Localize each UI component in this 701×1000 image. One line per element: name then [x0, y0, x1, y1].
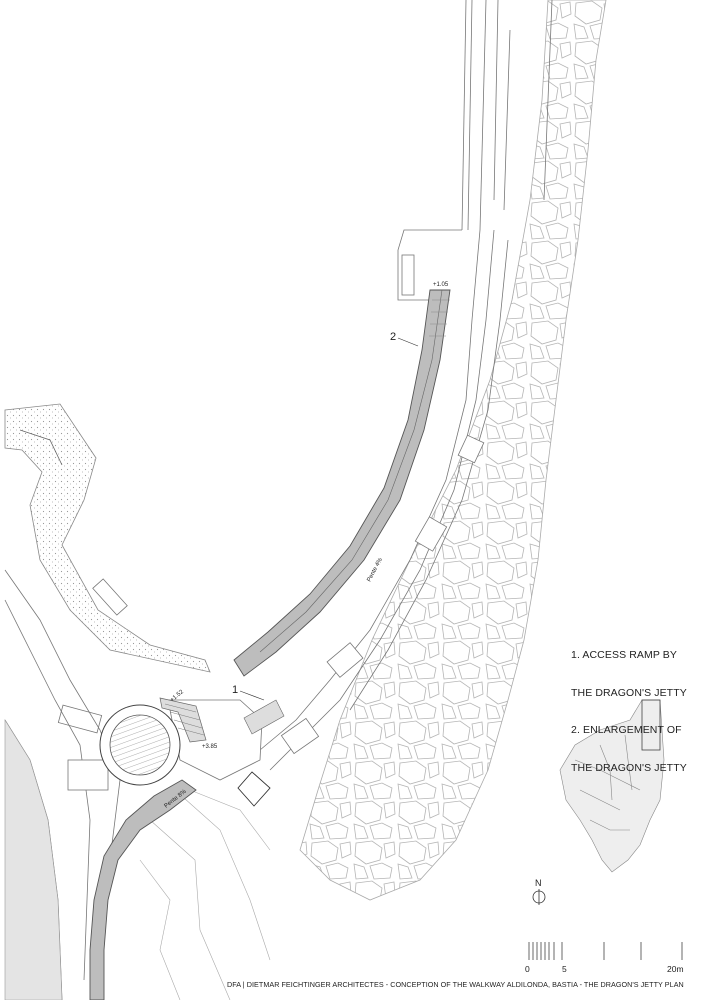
second-stairs: [243, 699, 285, 735]
scale-bar: [528, 942, 683, 960]
legend-line: THE DRAGON'S JETTY: [571, 686, 687, 699]
lower-ramp: [89, 779, 197, 1000]
north-arrow: N: [532, 878, 546, 905]
level-round: +3.85: [202, 744, 218, 750]
scale-five: 5: [562, 964, 567, 974]
access-ramp: [233, 289, 451, 677]
callout-2: 2: [390, 331, 419, 347]
terrain-contours: [139, 789, 271, 1000]
scale-zero: 0: [525, 964, 530, 974]
level-top: +1.05: [433, 282, 449, 288]
callout-1: 1: [232, 684, 265, 701]
legend-line: 1. ACCESS RAMP BY: [571, 649, 677, 661]
harbour-pier: [4, 403, 211, 673]
roundabout-center: [109, 714, 171, 776]
north-label: N: [535, 878, 542, 888]
stairs: [159, 697, 207, 743]
callout-1-number: 1: [232, 684, 238, 696]
kiosk: [237, 771, 271, 807]
left-water: [4, 718, 63, 1000]
scale-twenty: 20m: [667, 964, 684, 974]
rock-armour: [299, 0, 607, 901]
callout-2-number: 2: [390, 331, 396, 343]
legend-line: THE DRAGON'S JETTY: [571, 761, 687, 774]
legend-line: 2. ENLARGEMENT OF: [571, 724, 682, 736]
inset-map: [559, 699, 665, 873]
slope-ramp: Pente 4%: [366, 557, 384, 583]
legend: 1. ACCESS RAMP BY THE DRAGON'S JETTY 2. …: [571, 624, 687, 787]
quay-lines: [259, 0, 553, 771]
quay-boxes: [280, 434, 485, 755]
footer-caption: DFA | DIETMAR FEICHTINGER ARCHITECTES - …: [227, 980, 684, 989]
